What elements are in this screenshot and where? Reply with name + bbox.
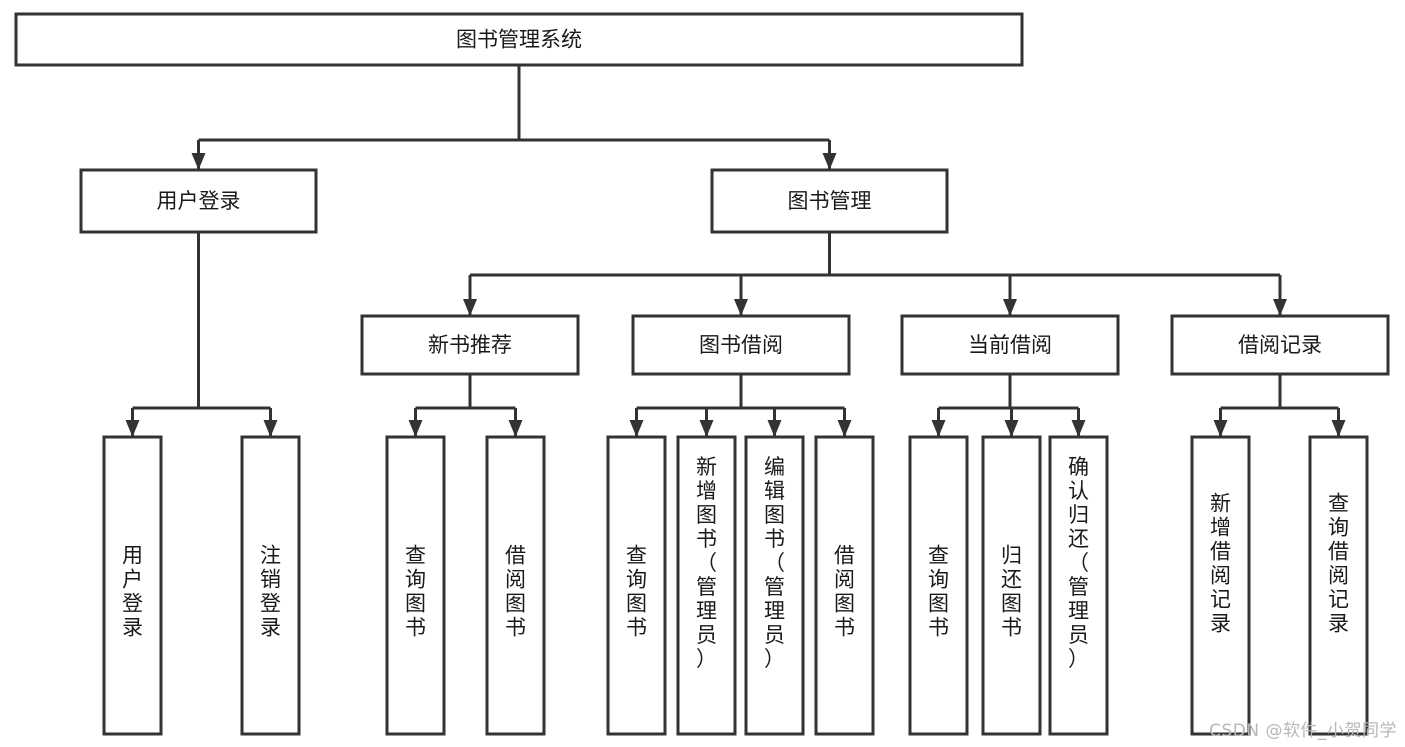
leaf-label: 新增图书（管理员） [696,455,717,671]
arrow-head-icon [837,420,852,437]
level3-node[interactable]: 新书推荐 [360,314,580,376]
connector-lines-layer [125,65,1346,437]
level3-label: 当前借阅 [968,333,1052,357]
leaf-label: 借阅图书 [834,544,855,640]
leaf-label: 借阅图书 [505,544,526,640]
leaf-node[interactable]: 新增借阅记录 [1190,435,1251,736]
arrow-head-icon [1003,299,1017,316]
level2-label: 用户登录 [157,189,241,213]
leaf-node[interactable]: 用户登录 [102,435,163,736]
arrow-head-icon [463,299,477,316]
level3-box[interactable] [1170,314,1390,376]
leaf-box[interactable] [676,435,737,736]
leaf-node[interactable]: 查询图书 [908,435,969,736]
leaf-box[interactable] [240,435,301,736]
root-label: 图书管理系统 [456,28,582,52]
leaf-node[interactable]: 借阅图书 [485,435,546,736]
level3-box[interactable] [900,314,1120,376]
leaf-label: 查询图书 [928,544,949,640]
level3-label: 新书推荐 [428,333,512,357]
leaf-node[interactable]: 归还图书 [981,435,1042,736]
arrow-head-icon [629,420,644,437]
leaf-box[interactable] [1308,435,1369,736]
leaf-box[interactable] [908,435,969,736]
level2-label: 图书管理 [788,189,872,213]
arrow-head-icon [734,299,748,316]
level3-node[interactable]: 借阅记录 [1170,314,1390,376]
level2-box[interactable] [79,168,318,234]
arrow-head-icon [1273,299,1287,316]
level2-node[interactable]: 用户登录 [79,168,318,234]
leaf-node[interactable]: 编辑图书（管理员） [744,435,805,736]
arrow-head-icon [263,420,278,437]
arrow-head-icon [508,420,523,437]
leaf-box[interactable] [744,435,805,736]
leaf-label: 归还图书 [1001,544,1022,640]
leaf-label: 新增借阅记录 [1210,492,1231,636]
arrow-head-icon [191,153,206,170]
leaf-box[interactable] [1190,435,1251,736]
leaf-node[interactable]: 确认归还（管理员） [1048,435,1109,736]
leaf-node[interactable]: 借阅图书 [814,435,875,736]
leaf-node[interactable]: 查询图书 [606,435,667,736]
arrow-head-icon [125,420,140,437]
level3-node[interactable]: 图书借阅 [631,314,851,376]
leaf-box[interactable] [485,435,546,736]
arrow-head-icon [822,153,837,170]
leaf-label: 查询图书 [626,544,647,640]
diagram-nodes-layer: 图书管理系统用户登录图书管理新书推荐图书借阅当前借阅借阅记录用户登录注销登录查询… [14,12,1390,736]
arrow-head-icon [1004,420,1019,437]
leaf-box[interactable] [385,435,446,736]
leaf-box[interactable] [814,435,875,736]
leaf-box[interactable] [606,435,667,736]
leaf-box[interactable] [102,435,163,736]
level3-box[interactable] [360,314,580,376]
arrow-head-icon [767,420,782,437]
arrow-head-icon [408,420,423,437]
leaf-node[interactable]: 注销登录 [240,435,301,736]
leaf-label: 用户登录 [122,544,143,640]
level3-label: 图书借阅 [699,333,783,357]
level3-node[interactable]: 当前借阅 [900,314,1120,376]
arrow-head-icon [1331,420,1346,437]
arrow-head-icon [1213,420,1228,437]
level2-box[interactable] [710,168,949,234]
leaf-label: 确认归还（管理员） [1068,455,1089,671]
leaf-label: 注销登录 [260,544,281,640]
leaf-box[interactable] [1048,435,1109,736]
arrow-head-icon [931,420,946,437]
leaf-label: 查询图书 [405,544,426,640]
arrow-head-icon [1071,420,1086,437]
level2-node[interactable]: 图书管理 [710,168,949,234]
leaf-box[interactable] [981,435,1042,736]
arrow-head-icon [699,420,714,437]
root-box[interactable] [14,12,1024,67]
leaf-label: 编辑图书（管理员） [764,455,785,671]
leaf-label: 查询借阅记录 [1328,492,1349,636]
leaf-node[interactable]: 新增图书（管理员） [676,435,737,736]
leaf-node[interactable]: 查询图书 [385,435,446,736]
level3-box[interactable] [631,314,851,376]
level3-label: 借阅记录 [1238,333,1322,357]
root-node[interactable]: 图书管理系统 [14,12,1024,67]
leaf-node[interactable]: 查询借阅记录 [1308,435,1369,736]
